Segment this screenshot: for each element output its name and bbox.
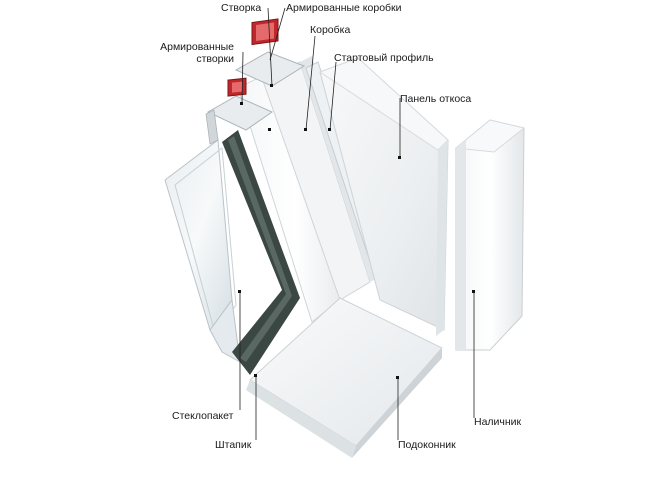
leader-lines — [239, 7, 475, 440]
label-korobka: Коробка — [310, 24, 351, 36]
label-armirovannye-stvorki-2: створки — [196, 53, 234, 65]
label-armirovannye-stvorki-1: Армированные — [160, 41, 234, 53]
label-startovy-profil: Стартовый профиль — [334, 52, 434, 64]
label-shtapik: Штапик — [215, 439, 252, 451]
window-sill — [246, 297, 443, 458]
label-panel-otkosa: Панель откоса — [400, 93, 472, 105]
glass-unit — [164, 139, 241, 363]
slope-panel — [318, 57, 449, 336]
label-stvorka: Створка — [221, 2, 262, 14]
label-nalichnik: Наличник — [474, 416, 522, 428]
profile-cross-section — [205, 18, 306, 145]
seal-strip — [222, 130, 300, 375]
leader-dots — [238, 84, 475, 379]
label-armirovannye-korobki: Армированные коробки — [286, 2, 402, 14]
label-steklopaket: Стеклопакет — [172, 410, 234, 422]
trim-casing — [454, 119, 526, 351]
label-podokonnik: Подоконник — [398, 439, 456, 451]
